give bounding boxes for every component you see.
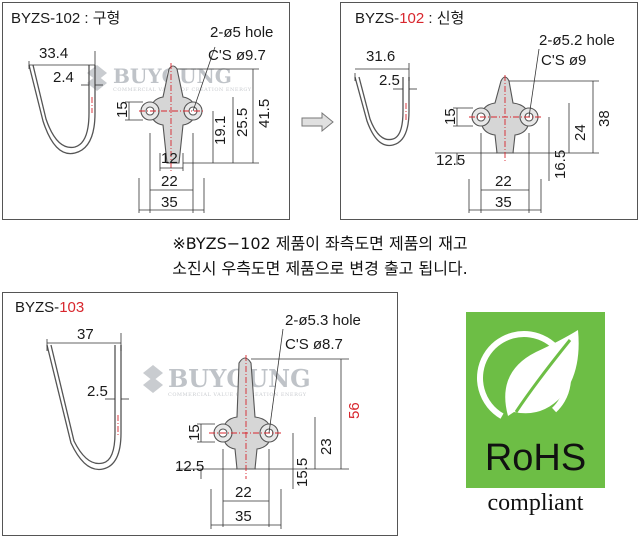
drawing-panel-old: BYZS-102 : 구형 BUYOUNG COMMERCIAL VALUE O… [2,2,290,220]
svg-text:15: 15 [186,424,203,441]
svg-text:19.1: 19.1 [212,116,229,145]
panel-title: BYZS-103 [15,299,85,316]
panel-title: BYZS-102 : 신형 [355,10,465,27]
svg-text:22: 22 [495,173,512,190]
svg-text:2-ø5.2 hole: 2-ø5.2 hole [539,32,615,49]
svg-text:35: 35 [495,194,512,211]
svg-text:C'S ø8.7: C'S ø8.7 [285,336,343,353]
change-notice: ※BYZS−102 제품이 좌측도면 제품의 재고 소진시 우측도면 제품으로 … [0,231,640,281]
svg-text:37: 37 [77,326,94,343]
rohs-label: RoHS [484,437,587,479]
rohs-compliant-label: compliant [487,490,584,516]
svg-text:2-ø5.3 hole: 2-ø5.3 hole [285,312,361,329]
leaf-icon [477,330,579,425]
svg-text:12.5: 12.5 [436,152,465,169]
dim-total-height: 56 [346,402,363,419]
svg-text:24: 24 [572,124,589,141]
svg-text:35: 35 [161,194,178,211]
svg-text:C'S ø9: C'S ø9 [541,52,586,69]
hook-profile [28,64,96,155]
svg-text:15.5: 15.5 [294,458,311,487]
dim-width-top: 33.4 [39,45,68,62]
dim-gap: 2.4 [53,69,74,86]
svg-text:22: 22 [235,484,252,501]
drawing-panel-103: BYZS-103 BUYOUNG COMMERCIAL VALUE OF CRE… [2,292,398,536]
technical-drawing: BUYOUNG COMMERCIAL VALUE OF CREATION ENE… [46,312,363,529]
watermark: BUYOUNG COMMERCIAL VALUE OF CREATION ENE… [143,364,311,398]
svg-text:COMMERCIAL VALUE OF CREATION E: COMMERCIAL VALUE OF CREATION ENERGY [113,87,252,93]
svg-text:16.5: 16.5 [552,150,569,179]
svg-text:22: 22 [161,173,178,190]
drawing-panel-new: BYZS-102 : 신형 31.6 2.5 2-ø5.2 hole C'S ø… [340,2,638,220]
technical-drawing: 31.6 2.5 2-ø5.2 hole C'S ø9 15 12.5 16.5… [354,32,615,213]
svg-text:31.6: 31.6 [366,48,395,65]
hook-front-view [139,63,205,173]
svg-text:2.5: 2.5 [379,72,400,89]
hook-profile [46,344,122,471]
svg-text:12.5: 12.5 [175,458,204,475]
svg-text:38: 38 [596,110,613,127]
svg-text:23: 23 [318,438,335,455]
rohs-badge: RoHS [466,312,605,488]
svg-text:35: 35 [235,508,252,525]
svg-text:15: 15 [114,101,131,118]
hook-profile [354,76,410,147]
svg-text:2.5: 2.5 [87,383,108,400]
svg-text:COMMERCIAL VALUE OF CREATION E: COMMERCIAL VALUE OF CREATION ENERGY [168,392,307,398]
notice-line-1: ※BYZS−102 제품이 좌측도면 제품의 재고 [172,234,468,253]
hook-front-view [469,75,541,163]
panel-title: BYZS-102 : 구형 [11,10,121,27]
cs-label: C'S ø9.7 [208,47,266,64]
svg-text:12: 12 [161,150,178,167]
svg-text:15: 15 [442,108,459,125]
svg-text:25.5: 25.5 [234,108,251,137]
arrow-icon [301,111,334,133]
svg-text:41.5: 41.5 [256,99,273,128]
notice-line-2: 소진시 우측도면 제품으로 변경 출고 됩니다. [172,259,468,278]
hole-label: 2-ø5 hole [210,24,273,41]
technical-drawing: BUYOUNG COMMERCIAL VALUE OF CREATION ENE… [28,24,273,213]
